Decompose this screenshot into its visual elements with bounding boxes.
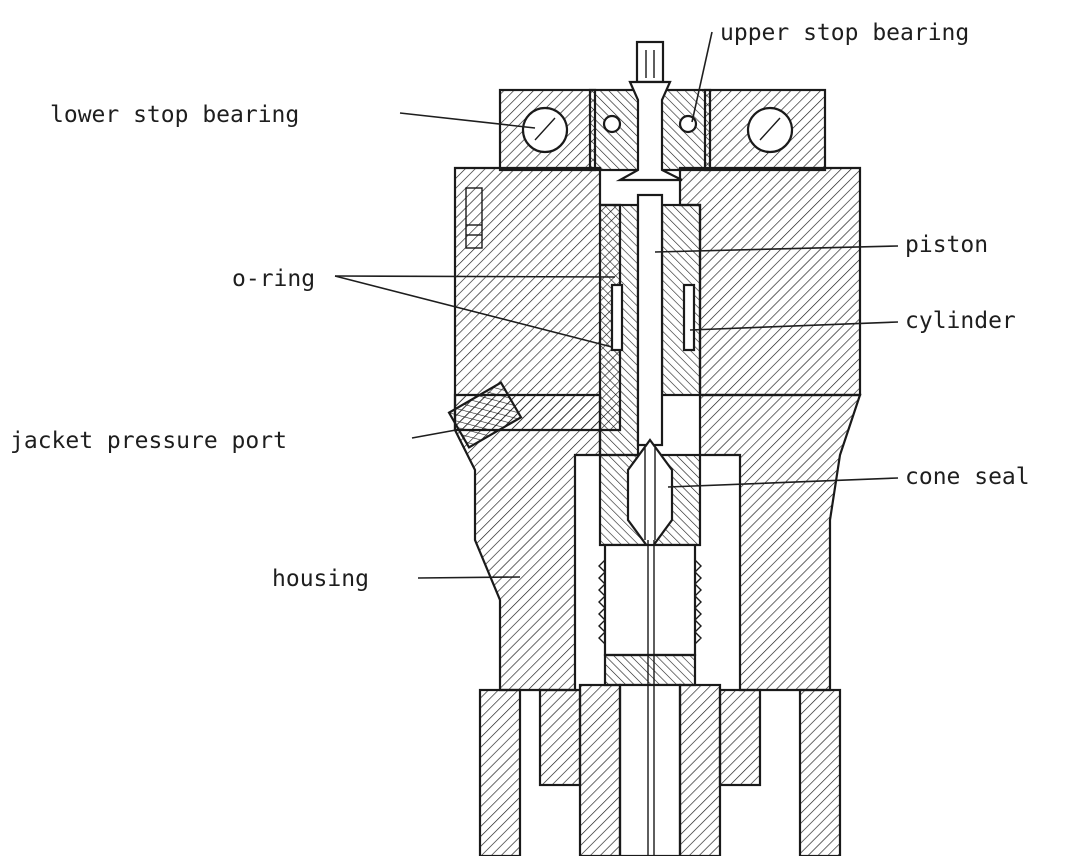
label-cone-seal: cone seal [905,464,1030,490]
leader-jacket-pressure-port [411,429,457,439]
label-o-ring: o-ring [232,266,315,292]
outer-wall-right [798,688,842,856]
piston-rod [636,193,664,447]
lower-bore [618,683,682,856]
leader-lower-stop-bearing [399,112,536,129]
cylinder-left-block [453,166,622,432]
housing-body [447,381,862,692]
stem-cap [635,40,665,84]
threaded-plug [603,543,697,657]
jacket-port-fitting [447,381,523,449]
cylinder-body [453,166,862,457]
cylinder-right-block [678,166,862,397]
lower-assembly [578,540,722,856]
o-ring-groove-right [682,283,696,352]
label-cylinder: cylinder [905,308,1016,334]
leader-cone-seal [667,477,899,488]
leader-housing [417,576,521,579]
labels: upper stop bearing lower stop bearing pi… [10,20,1030,592]
label-lower-stop-bearing: lower stop bearing [50,102,299,128]
leader-lines [334,31,899,579]
upper-bearing-ball-left [602,114,622,134]
lower-sleeve-right [678,683,722,856]
nut-left [538,688,582,787]
outer-wall-left [478,688,522,856]
outer-lower-walls [478,688,842,856]
lower-sleeve-left [578,683,622,856]
leader-upper-stop-bearing [691,31,713,123]
label-piston: piston [905,232,988,258]
leader-piston [654,245,899,253]
label-upper-stop-bearing: upper stop bearing [720,20,969,46]
thread-band [603,653,697,687]
housing-right-wall [698,393,862,692]
side-screw [465,187,483,249]
label-housing: housing [272,566,369,592]
o-ring-groove-left [610,283,624,352]
cone-seal-assembly [598,438,702,552]
label-jacket-pressure-port: jacket pressure port [10,428,287,454]
leader-o-ring-a [334,275,616,278]
leader-o-ring-b [334,275,613,348]
nut-right [718,688,762,787]
leader-cylinder [689,321,899,331]
